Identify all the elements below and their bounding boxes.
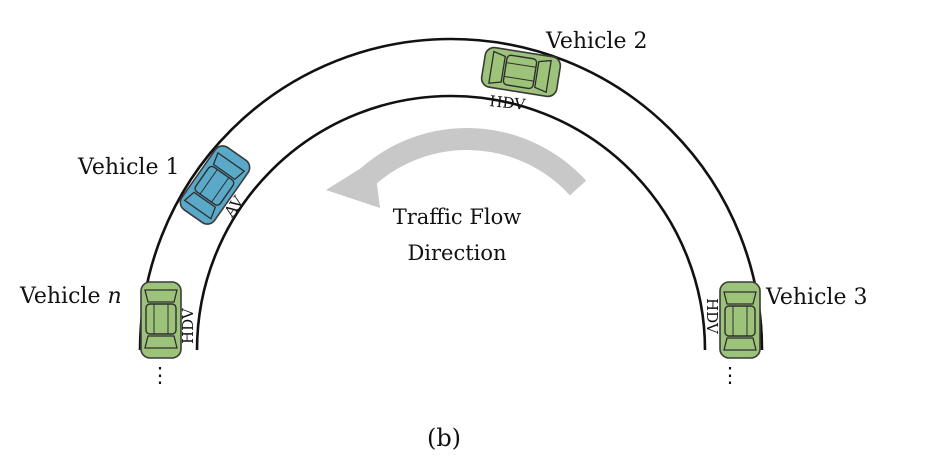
vehicle-n-car (140, 281, 182, 359)
traffic-flow-arrow (326, 128, 587, 208)
flow-direction-line1: Traffic Flow (393, 205, 522, 229)
vehicle-n-label-variable: n (107, 284, 121, 309)
vehicle-n-label-prefix: Vehicle (19, 284, 107, 309)
figure-caption: (b) (427, 424, 461, 452)
vehicle-n-label: Vehicle n (19, 284, 122, 309)
flow-direction-line2: Direction (407, 241, 506, 265)
continuation-dots-right: ⋮ (720, 363, 741, 387)
vehicle-3-label: Vehicle 3 (765, 285, 867, 310)
vehicle-n-type-label: HDV (179, 307, 197, 344)
vehicle-2-label: Vehicle 2 (545, 29, 647, 54)
vehicle-1-label: Vehicle 1 (77, 155, 179, 180)
vehicle-3-type-label: HDV (703, 298, 721, 335)
road-inner-edge (195, 94, 707, 351)
road-outer-edge (138, 37, 764, 351)
continuation-dots-left: ⋮ (150, 363, 171, 387)
vehicle-2-type-label: HDV (489, 92, 528, 114)
vehicle-3-car (719, 281, 761, 359)
